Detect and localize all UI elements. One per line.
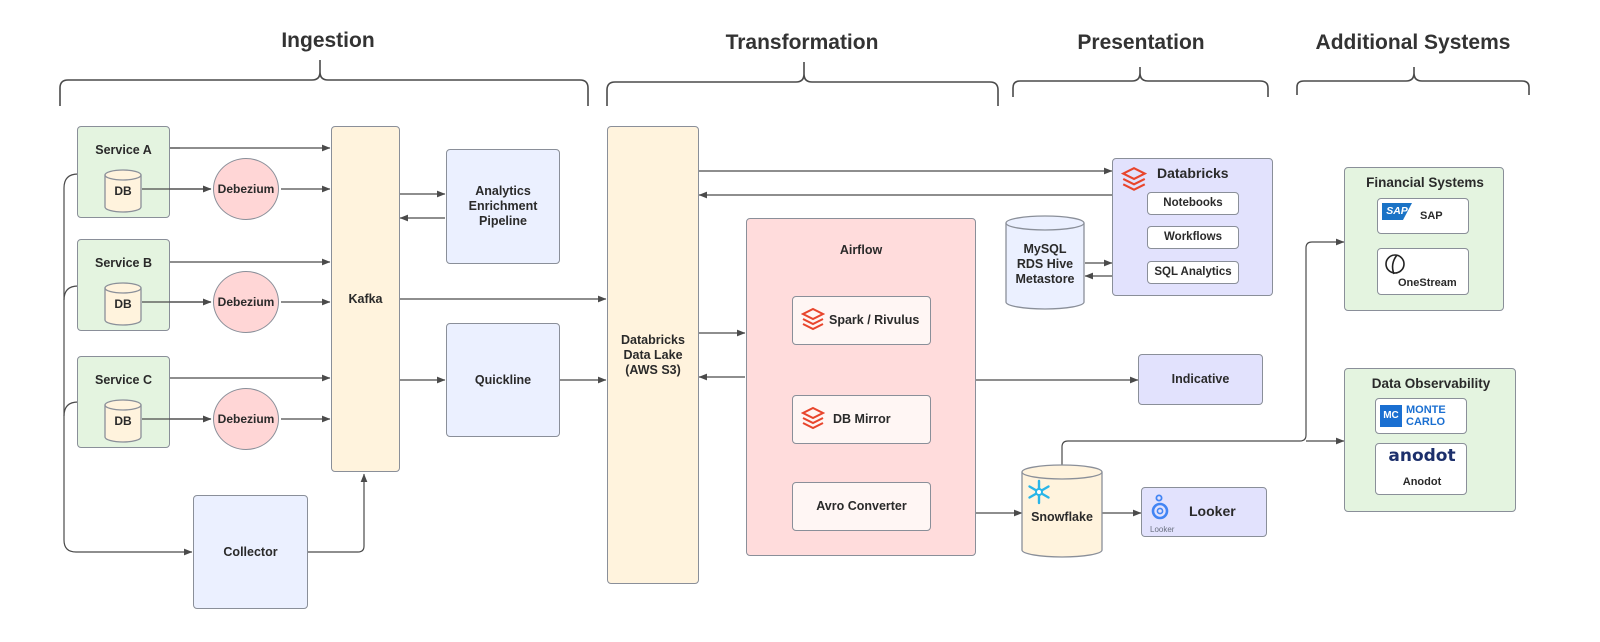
anodot-logo: anodot [1388, 446, 1456, 466]
sap-logo: SAP [1382, 203, 1412, 220]
heading-additional-systems: Additional Systems [1315, 31, 1511, 54]
databricks-icon [1121, 166, 1147, 191]
kafka-box[interactable]: Kafka [331, 126, 400, 472]
service-c-label: Service C [95, 373, 152, 387]
db-mirror-label: DB Mirror [833, 412, 891, 426]
monte-carlo-wordmark: MONTE CARLO [1406, 404, 1446, 428]
metastore-cylinder [1005, 215, 1085, 310]
monte-carlo-line2: CARLO [1406, 416, 1446, 428]
sap-label: SAP [1420, 210, 1443, 222]
sap-item[interactable]: SAP SAP [1377, 198, 1469, 234]
databricks-icon [801, 406, 825, 430]
anodot-item[interactable]: anodot Anodot [1375, 443, 1467, 495]
quickline-box[interactable]: Quickline [446, 323, 560, 437]
db-c-label: DB [114, 414, 132, 428]
debezium-b[interactable]: Debezium [213, 271, 279, 333]
airflow-label: Airflow [839, 243, 883, 257]
data-observability-label: Data Observability [1371, 376, 1491, 391]
data-lake-box[interactable]: Databricks Data Lake (AWS S3) [607, 126, 699, 584]
mysql-metastore-label: MySQL RDS Hive Metastore [1015, 242, 1075, 286]
monte-carlo-logo: MC [1380, 405, 1402, 427]
analytics-enrichment-box[interactable]: Analytics Enrichment Pipeline [446, 149, 560, 264]
onestream-item[interactable]: OneStream [1377, 248, 1469, 295]
sql-analytics-item[interactable]: SQL Analytics [1147, 261, 1239, 284]
looker-label: Looker [1189, 503, 1236, 519]
spark-rivulus-box[interactable]: Spark / Rivulus [792, 296, 931, 345]
service-a-label: Service A [95, 143, 152, 157]
workflows-item[interactable]: Workflows [1147, 226, 1239, 249]
db-b-label: DB [114, 297, 132, 311]
looker-box[interactable]: Looker Looker [1141, 487, 1267, 537]
anodot-label: Anodot [1402, 476, 1442, 488]
looker-icon [1151, 494, 1169, 520]
monte-carlo-item[interactable]: MC MONTE CARLO [1375, 398, 1467, 434]
financial-systems-label: Financial Systems [1366, 175, 1484, 190]
heading-transformation: Transformation [725, 31, 879, 54]
service-b-label: Service B [95, 256, 152, 270]
spark-rivulus-label: Spark / Rivulus [829, 313, 920, 327]
avro-converter-box[interactable]: Avro Converter [792, 482, 931, 531]
indicative-box[interactable]: Indicative [1138, 354, 1263, 405]
heading-presentation: Presentation [1077, 31, 1205, 54]
debezium-c[interactable]: Debezium [213, 388, 279, 450]
snowflake-icon [1028, 479, 1050, 505]
db-a-label: DB [114, 184, 132, 198]
onestream-label: OneStream [1398, 277, 1457, 289]
databricks-label: Databricks [1157, 165, 1229, 181]
snowflake-label: Snowflake [1031, 510, 1093, 524]
debezium-a[interactable]: Debezium [213, 158, 279, 220]
notebooks-item[interactable]: Notebooks [1147, 192, 1239, 215]
section-braces [59, 60, 1530, 106]
monte-carlo-line1: MONTE [1406, 404, 1446, 416]
db-mirror-box[interactable]: DB Mirror [792, 395, 931, 444]
looker-wordmark: Looker [1150, 525, 1175, 534]
heading-ingestion: Ingestion [281, 29, 375, 52]
onestream-icon [1385, 254, 1405, 275]
data-observability-panel[interactable]: Data Observability [1344, 368, 1516, 512]
collector-box[interactable]: Collector [193, 495, 308, 609]
databricks-icon [801, 307, 825, 331]
